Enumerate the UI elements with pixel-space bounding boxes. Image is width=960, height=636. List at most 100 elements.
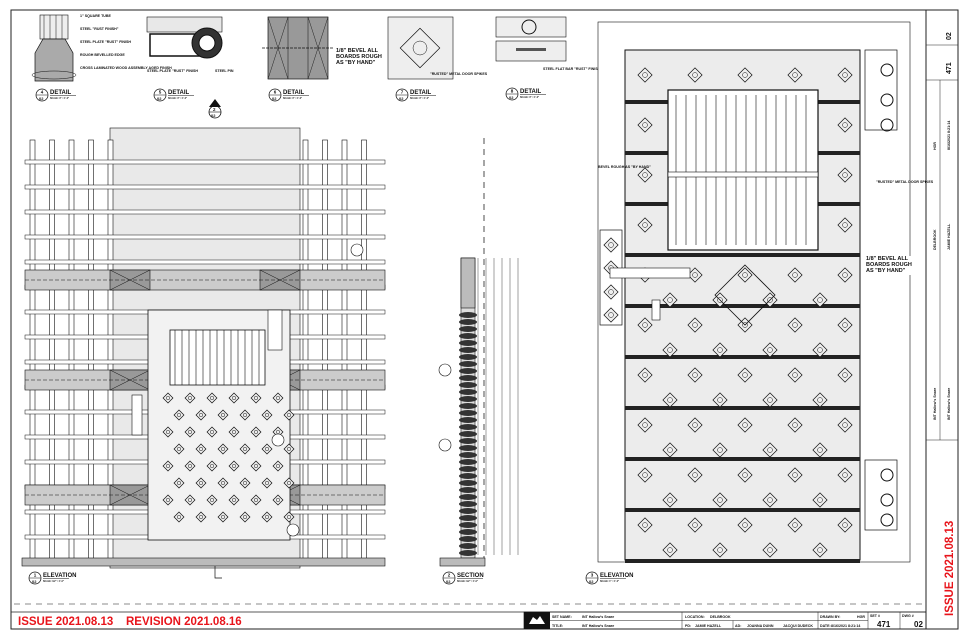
spike-diamond: [687, 317, 703, 333]
spike-center: [188, 430, 192, 434]
spike-diamond: [737, 67, 753, 83]
spike-diamond: [239, 477, 251, 489]
section-bolt: [459, 340, 477, 346]
board-joint: [625, 355, 860, 359]
title: INT Hallow's Snare: [582, 624, 614, 628]
spike-diamond: [217, 409, 229, 421]
svg-text:LOCATION:: LOCATION:: [685, 615, 705, 619]
detail-note: STEEL FLAT BAR "RUST" FINISH: [543, 67, 601, 71]
spike-diamond: [662, 292, 678, 308]
view-tag-sheet: 02: [589, 579, 594, 584]
spike-diamond: [762, 342, 778, 358]
spike-diamond: [195, 443, 207, 455]
spike-center: [287, 481, 291, 485]
detail-note: STEEL "RUST FINISH": [80, 27, 119, 31]
spike-center: [177, 447, 181, 451]
spike-center: [792, 272, 798, 278]
floor-hatch: [21, 557, 386, 567]
hinge-bolt: [880, 513, 894, 527]
spike-diamond: [261, 511, 273, 523]
view-scale: SCALE: 3" = 1'-0": [50, 97, 69, 100]
spike-center: [188, 396, 192, 400]
view-tag-number: 8: [511, 89, 514, 94]
plate-top: [495, 16, 567, 38]
spike-center: [842, 272, 848, 278]
section-cut-line: [214, 566, 222, 579]
spike-center: [642, 522, 648, 528]
spike-center: [276, 396, 280, 400]
view-tag-sheet: 02: [509, 95, 514, 100]
issue-label-vertical: ISSUE 2021.08.13: [944, 521, 956, 616]
spike-center: [254, 430, 258, 434]
spike-diamond: [787, 67, 803, 83]
section-bolt: [459, 522, 477, 528]
spike-diamond: [662, 392, 678, 408]
spike-center: [199, 515, 203, 519]
section-bolt: [459, 382, 477, 388]
spike-center: [717, 497, 723, 503]
spike-center: [642, 422, 648, 428]
spike-diamond: [687, 67, 703, 83]
spike-center: [767, 547, 773, 553]
spike-center: [232, 464, 236, 468]
spike-center: [199, 447, 203, 451]
spike-center: [210, 396, 214, 400]
section-bolt: [459, 508, 477, 514]
spike-center: [792, 72, 798, 78]
spike-diamond: [206, 392, 218, 404]
board-joint: [625, 406, 860, 410]
spike-center: [642, 172, 648, 178]
spike-diamond: [812, 292, 828, 308]
spike-diamond: [272, 460, 284, 472]
spike-diamond: [261, 477, 273, 489]
window-crossbar: [667, 171, 819, 178]
spike-center: [265, 515, 269, 519]
spike-diamond: [837, 517, 853, 533]
spike-center: [842, 172, 848, 178]
ad-name-2: JACQUI DUDECK: [783, 624, 813, 628]
spike-diamond: [228, 392, 240, 404]
horizontal-rail: [24, 259, 386, 265]
spike-diamond: [250, 494, 262, 506]
svg-text:INT Hallow's Snare: INT Hallow's Snare: [947, 388, 951, 420]
spike-diamond: [283, 477, 295, 489]
view-scale: SCALE: 1/2" = 1'-0": [457, 580, 478, 583]
board-joint: [625, 559, 860, 563]
spike-center: [742, 422, 748, 428]
section-bolt: [459, 396, 477, 402]
callout-circle: [286, 523, 300, 537]
svg-text:DRAWN BY:: DRAWN BY:: [820, 615, 841, 619]
latch-bar: [609, 267, 691, 279]
latch-slot: [651, 299, 661, 321]
spike-center: [254, 498, 258, 502]
spike-center: [166, 396, 170, 400]
spike-center: [717, 297, 723, 303]
spike-center: [642, 372, 648, 378]
bolt-row: [31, 70, 77, 80]
spike-center: [188, 464, 192, 468]
spike-diamond: [162, 460, 174, 472]
set-number-vertical: 471: [946, 62, 953, 74]
hinge-bolt: [880, 118, 894, 132]
view-tag-number: 2: [448, 573, 451, 578]
spike-center: [199, 413, 203, 417]
spike-diamond: [250, 392, 262, 404]
section-bolt: [459, 403, 477, 409]
spike-center: [842, 422, 848, 428]
section-bolt: [459, 529, 477, 535]
callout-circle: [438, 438, 452, 452]
spike-diamond: [687, 367, 703, 383]
section-bolt: [459, 389, 477, 395]
set-name: INT Hallow's Snare: [582, 615, 614, 619]
spike-center: [177, 515, 181, 519]
view-tag-number: 6: [274, 90, 277, 95]
spike-center: [792, 422, 798, 428]
section-bolt: [459, 326, 477, 332]
spike-center: [842, 122, 848, 128]
spike-diamond: [837, 317, 853, 333]
spike-diamond: [712, 342, 728, 358]
view-scale: SCALE: 1/2" = 1'-0": [43, 580, 64, 583]
section-bolt: [459, 494, 477, 500]
svg-text:PD:: PD:: [685, 624, 691, 628]
spike-center: [166, 430, 170, 434]
